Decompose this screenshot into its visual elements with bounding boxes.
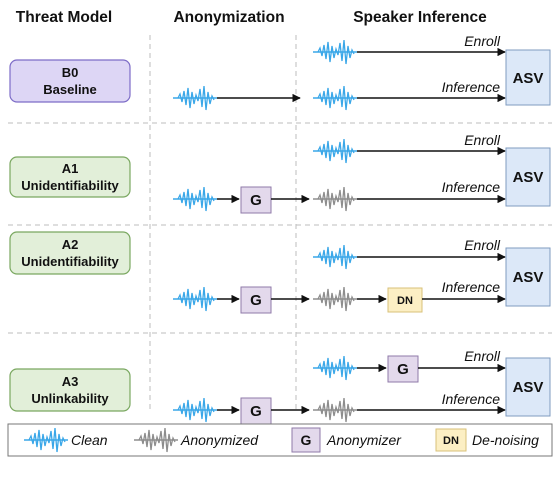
header-speaker-inference: Speaker Inference	[353, 9, 487, 26]
asv-label: ASV	[513, 169, 544, 186]
threat-model-name-a3: Unlinkability	[31, 391, 109, 406]
threat-model-id-b0: B0	[62, 65, 79, 80]
row-a3: A3 Unlinkability G Inference G Enroll AS…	[9, 348, 551, 425]
legend-denoiser-key: DN	[443, 435, 459, 447]
asv-box	[505, 357, 551, 417]
anonymizer-box	[387, 355, 419, 383]
clean-wave-icon	[312, 355, 358, 381]
asv-box	[505, 247, 551, 307]
section-dividers	[8, 35, 552, 410]
anonymizer-label: G	[250, 192, 262, 209]
clean-wave-icon	[172, 85, 218, 111]
anonymizer-box	[240, 286, 272, 314]
threat-model-box-a1	[9, 156, 131, 198]
row-a1: A1 Unidentifiability G Inference Enroll …	[9, 132, 551, 214]
denoiser-label: DN	[397, 295, 413, 307]
anonymizer-label: G	[250, 403, 262, 420]
inference-label: Inference	[442, 79, 501, 95]
legend-denoising-label: De-noising	[472, 432, 539, 448]
asv-label: ASV	[513, 379, 544, 396]
enroll-label: Enroll	[464, 348, 501, 364]
row-b0: B0 Baseline Enroll Inference ASV	[9, 33, 551, 111]
row-a2: A2 Unidentifiability G DN Inference Enro…	[9, 231, 551, 314]
anonymized-wave-icon	[312, 397, 358, 423]
clean-wave-icon	[172, 286, 218, 312]
clean-wave-icon	[312, 39, 358, 65]
threat-model-id-a1: A1	[62, 161, 79, 176]
legend-anonymizer-box	[291, 427, 321, 453]
header-threat-model: Threat Model	[16, 9, 112, 26]
legend-anonymized-label: Anonymized	[180, 432, 259, 448]
clean-wave-icon	[172, 397, 218, 423]
inference-label: Inference	[442, 391, 501, 407]
threat-model-name-a2: Unidentifiability	[21, 254, 119, 269]
anonymized-wave-icon	[312, 186, 358, 212]
asv-label: ASV	[513, 269, 544, 286]
legend-anonymizer-label: Anonymizer	[326, 432, 402, 448]
inference-label: Inference	[442, 179, 501, 195]
anonymizer-label: G	[250, 292, 262, 309]
threat-model-box-a2	[9, 231, 131, 275]
enroll-label: Enroll	[464, 33, 501, 49]
threat-model-id-a3: A3	[62, 374, 79, 389]
clean-wave-icon	[172, 186, 218, 212]
threat-model-box-b0	[9, 59, 131, 103]
threat-model-name-a1: Unidentifiability	[21, 178, 119, 193]
header-anonymization: Anonymization	[173, 9, 284, 26]
anonymizer-box	[240, 186, 272, 214]
legend-clean-label: Clean	[71, 432, 108, 448]
threat-model-name-b0: Baseline	[43, 82, 96, 97]
threat-model-id-a2: A2	[62, 237, 79, 252]
threat-model-box-a3	[9, 368, 131, 412]
anonymizer-label: G	[397, 361, 409, 378]
asv-label: ASV	[513, 70, 544, 87]
legend-anonymizer-key: G	[301, 432, 312, 448]
legend-denoiser-box	[435, 428, 467, 452]
enroll-label: Enroll	[464, 132, 501, 148]
asv-box	[505, 49, 551, 106]
inference-label: Inference	[442, 279, 501, 295]
anonymized-wave-icon	[312, 286, 358, 312]
clean-wave-icon	[312, 85, 358, 111]
enroll-label: Enroll	[464, 237, 501, 253]
asv-box	[505, 147, 551, 207]
clean-wave-icon	[312, 244, 358, 270]
denoiser-box	[387, 287, 423, 313]
legend: Clean Anonymized G Anonymizer DN De-nois…	[7, 423, 553, 457]
clean-wave-icon	[312, 138, 358, 164]
